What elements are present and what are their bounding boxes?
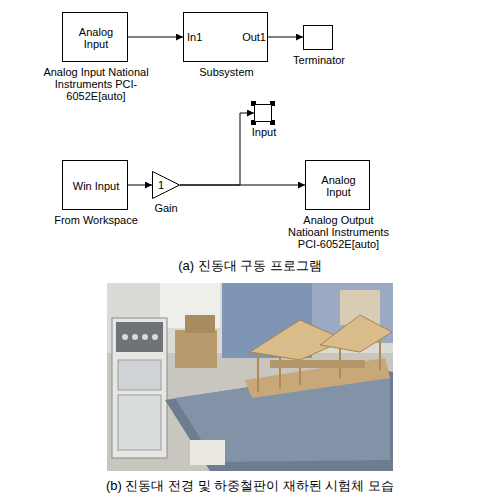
block-label: Subsystem [182,66,272,78]
block-label: Gain [146,202,186,214]
scope-block: Input [254,104,272,122]
gain-triangle: 1Gain [152,171,180,199]
shaking-table-photo [107,283,393,471]
block-label: Analog Input National Instruments PCI-60… [41,66,151,102]
port-label: Out1 [236,31,266,43]
port-label: In1 [187,31,217,43]
subsystem-block: In1Out1Subsystem [183,12,268,62]
block-name: Analog Input [306,161,371,211]
signal-line [180,185,305,186]
subfigure-caption: (a) 진동대 구동 프로그램 [0,258,500,274]
terminator-block: Terminator [303,25,333,50]
gain-value: 1 [155,179,167,191]
signal-line [180,113,254,185]
daq-input-block: Analog InputAnalog Input National Instru… [62,12,128,62]
block-name: Win Input [63,161,129,211]
block-label: Analog Output Natioanl Instruments PCI-6… [284,214,394,250]
block-label: Terminator [279,54,359,66]
signal-line [128,185,152,186]
signal-line [128,37,183,38]
block-label: Input [239,126,289,138]
workspace-block: Win InputFrom Workspace [62,160,128,210]
block-name: Analog Input [63,13,129,63]
gain-outline [152,171,180,199]
daq-output-block: Analog InputAnalog Output Natioanl Instr… [305,160,370,210]
selection-handles [251,101,275,125]
signal-line [268,37,303,38]
block-label: From Workspace [41,214,151,226]
subfigure-caption: (b) 진동대 전경 및 하중철판이 재하된 시험체 모습 [0,478,500,494]
